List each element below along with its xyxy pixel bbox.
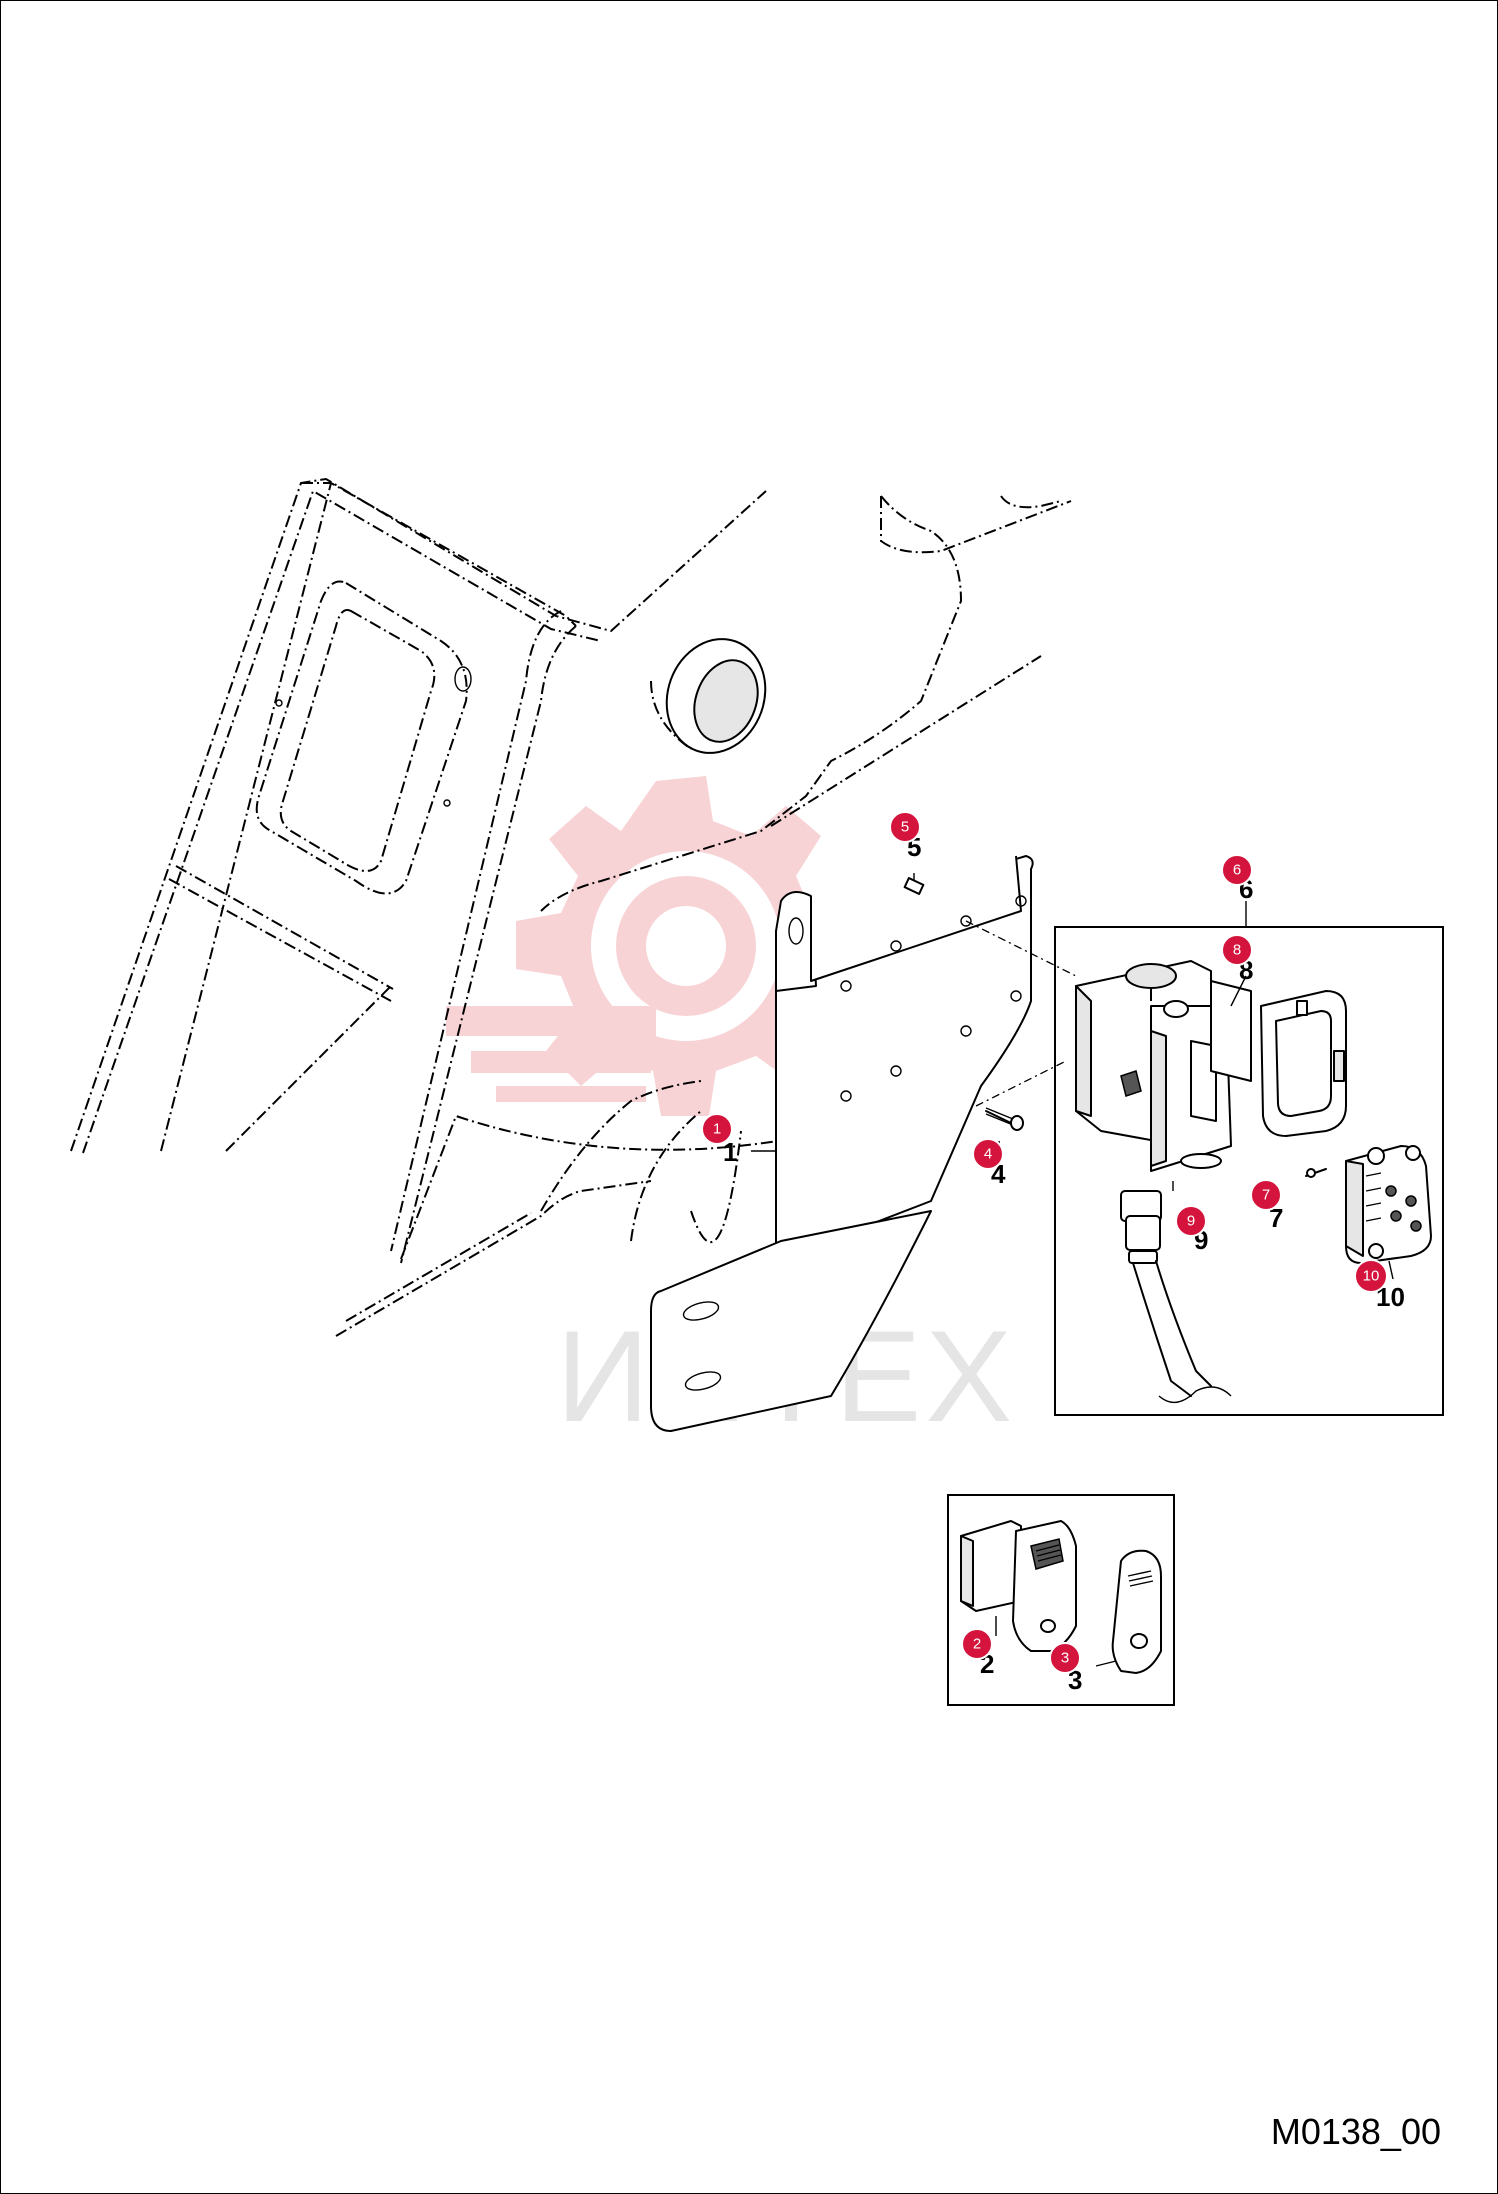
machine-frame-outline <box>70 477 1072 1337</box>
socket-cover <box>1260 990 1347 1137</box>
mounting-bracket <box>650 855 1034 1432</box>
callout-2-label: 2 <box>973 1636 981 1653</box>
callout-4-label: 4 <box>984 1146 992 1163</box>
callout-5-label: 5 <box>901 819 909 836</box>
callout-7-label: 7 <box>1262 1187 1270 1204</box>
callout-2[interactable]: 2 <box>961 1628 993 1660</box>
callout-9[interactable]: 9 <box>1175 1205 1207 1237</box>
small-screw <box>1305 1168 1327 1178</box>
cable-gland <box>1120 1181 1232 1404</box>
part-number-1: 1 <box>723 1137 737 1167</box>
callout-4[interactable]: 4 <box>972 1138 1004 1170</box>
callout-7[interactable]: 7 <box>1250 1179 1282 1211</box>
callout-6[interactable]: 6 <box>1221 854 1253 886</box>
rocker-switch <box>960 1520 1077 1652</box>
socket-assembly-inset <box>1054 926 1444 1416</box>
part-number-7: 7 <box>1269 1203 1283 1233</box>
drawing-code: M0138_00 <box>1270 2111 1441 2152</box>
switch-inset <box>947 1494 1175 1706</box>
callout-10[interactable]: 10 <box>1354 1259 1388 1293</box>
contact-insert <box>1345 1145 1432 1280</box>
rocker-actuator <box>1095 1549 1162 1674</box>
callout-6-label: 6 <box>1233 862 1241 879</box>
screw-top <box>903 873 925 895</box>
callout-5[interactable]: 5 <box>889 811 921 843</box>
callout-10-label: 10 <box>1363 1268 1380 1285</box>
callout-8-label: 8 <box>1233 942 1241 959</box>
callout-8[interactable]: 8 <box>1221 934 1253 966</box>
callout-1[interactable]: 1 <box>701 1113 733 1145</box>
callout-1-label: 1 <box>713 1121 721 1138</box>
watermark-logo <box>446 776 856 1116</box>
callout-9-label: 9 <box>1187 1213 1195 1230</box>
callout-3-label: 3 <box>1061 1650 1069 1667</box>
callout-3[interactable]: 3 <box>1049 1642 1081 1674</box>
pivot-bushing <box>650 638 767 754</box>
socket-housing <box>1075 960 1252 1172</box>
